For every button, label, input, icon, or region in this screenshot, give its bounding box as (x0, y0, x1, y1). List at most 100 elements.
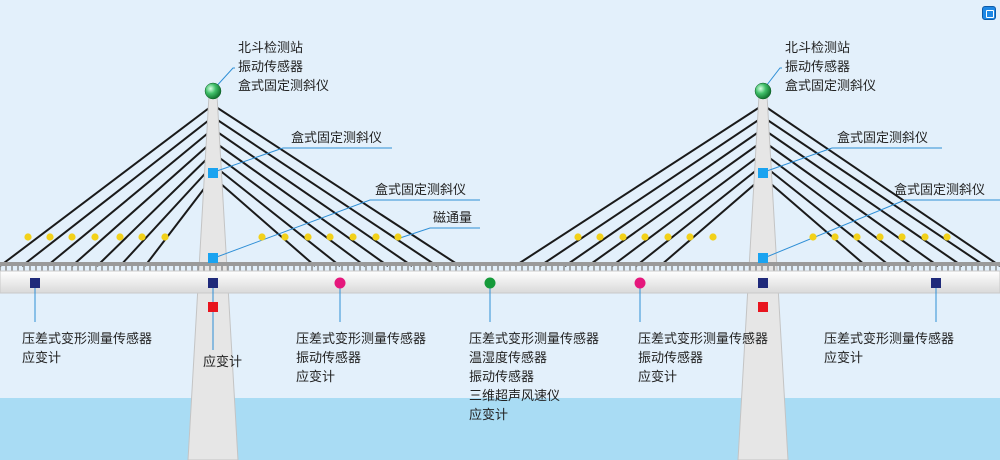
stay-cable (21, 116, 214, 267)
cable-force-dot (596, 233, 604, 241)
tower-top-label: 盒式固定测斜仪 (785, 78, 876, 94)
stay-cable (212, 104, 461, 267)
stay-cable (144, 176, 214, 267)
stay-cable (212, 176, 316, 267)
cable-force-dot (943, 233, 951, 241)
cable-force-dot (281, 233, 289, 241)
stay-cable (762, 164, 891, 267)
deck-sensor-label: 压差式变形测量传感器 (638, 331, 768, 347)
leader-line (212, 67, 235, 91)
strain-gauge-label: 应变计 (203, 354, 242, 370)
vibration-sensor-marker (334, 277, 346, 289)
cable-force-dot (831, 233, 839, 241)
deformation-sensor-marker (30, 278, 40, 288)
stay-cable (659, 176, 764, 267)
stay-cable (212, 164, 341, 267)
stay-cable (762, 104, 1000, 267)
cable-force-dot (664, 233, 672, 241)
panel-icon[interactable] (982, 6, 996, 20)
cable-force-dot (161, 233, 169, 241)
stay-cable (587, 140, 764, 267)
stay-cable (514, 104, 764, 267)
cable-force-dot (68, 233, 76, 241)
deck-sensor-label: 应变计 (469, 407, 508, 423)
inclinometer-marker (758, 253, 768, 263)
stay-cable (71, 140, 214, 267)
stay-cable (212, 128, 413, 267)
cable-sensor-dots (24, 233, 951, 241)
cable-force-dot (138, 233, 146, 241)
deck-sensor-label: 压差式变形测量传感器 (824, 331, 954, 347)
leader-line (763, 147, 942, 173)
deck-sensor-label: 温湿度传感器 (469, 350, 547, 366)
cable-force-dot (686, 233, 694, 241)
deformation-sensor-marker (931, 278, 941, 288)
stay-cable (762, 128, 963, 267)
inclinometer-label: 盒式固定测斜仪 (375, 182, 466, 198)
stay-cable (212, 152, 366, 267)
green-sphere-icon (754, 82, 772, 100)
deck-sensor-label: 振动传感器 (638, 350, 703, 366)
cable-force-dot (116, 233, 124, 241)
stay-cable (119, 164, 214, 267)
tower-top-label: 振动传感器 (238, 59, 303, 75)
cable-force-dot (91, 233, 99, 241)
cable-force-dot (921, 233, 929, 241)
stay-cable (762, 116, 986, 267)
tower-top-label: 北斗检测站 (238, 41, 303, 56)
stay-cable (762, 152, 915, 267)
cable-force-dot (641, 233, 649, 241)
stay-cable (0, 104, 214, 267)
inclinometer-marker (208, 168, 218, 178)
bridge-deck (0, 262, 1000, 294)
cable-force-dot (619, 233, 627, 241)
inclinometer-marker (758, 168, 768, 178)
cable-force-dot (853, 233, 861, 241)
cable-force-dot (709, 233, 717, 241)
inclinometer-label: 盒式固定测斜仪 (291, 130, 382, 146)
stay-cable (762, 176, 867, 267)
cable-force-dot (574, 233, 582, 241)
tower-top-label: 盒式固定测斜仪 (238, 78, 329, 94)
leader-line (762, 67, 782, 91)
stay-cable (46, 128, 214, 267)
vibration-sensor-marker (634, 277, 646, 289)
cable-force-dot (372, 233, 380, 241)
stay-cable (96, 152, 214, 267)
water-background (0, 398, 1000, 460)
inclinometer-label: 盒式固定测斜仪 (894, 182, 985, 198)
deck-sensor-label: 应变计 (824, 350, 863, 366)
strain-gauge-marker (758, 302, 768, 312)
stay-cable (212, 116, 438, 267)
leader-line (213, 199, 480, 259)
deck-sensor-label: 应变计 (296, 369, 335, 385)
deformation-sensor-marker (208, 278, 218, 288)
deck-sensor-label: 应变计 (22, 350, 61, 366)
stay-cable (564, 128, 764, 267)
inclinometer-marker (208, 253, 218, 263)
magnetic-flux-label: 磁通量 (433, 211, 472, 226)
deck-sensor-label: 三维超声风速仪 (469, 389, 560, 404)
tower-top-label: 振动传感器 (785, 59, 850, 75)
sensor-labels: 北斗检测站振动传感器盒式固定测斜仪盒式固定测斜仪盒式固定测斜仪磁通量北斗检测站振… (22, 41, 985, 423)
leader-line (213, 147, 392, 173)
deck-sensor-label: 压差式变形测量传感器 (469, 331, 599, 347)
deck-sensor-label: 压差式变形测量传感器 (296, 331, 426, 347)
strain-gauge-marker (208, 302, 218, 312)
cable-force-dot (24, 233, 32, 241)
cable-force-dot (349, 233, 357, 241)
cable-force-dot (304, 233, 312, 241)
deck-sensor-label: 振动传感器 (469, 369, 534, 385)
leader-line (399, 227, 480, 239)
stay-cable (635, 164, 764, 267)
cable-force-dot (809, 233, 817, 241)
deformation-sensor-marker (758, 278, 768, 288)
cable-force-dot (898, 233, 906, 241)
cable-force-dot (258, 233, 266, 241)
stay-cable (539, 116, 764, 267)
inclinometer-label: 盒式固定测斜仪 (837, 130, 928, 146)
cable-force-dot (394, 233, 402, 241)
cable-force-dot (326, 233, 334, 241)
